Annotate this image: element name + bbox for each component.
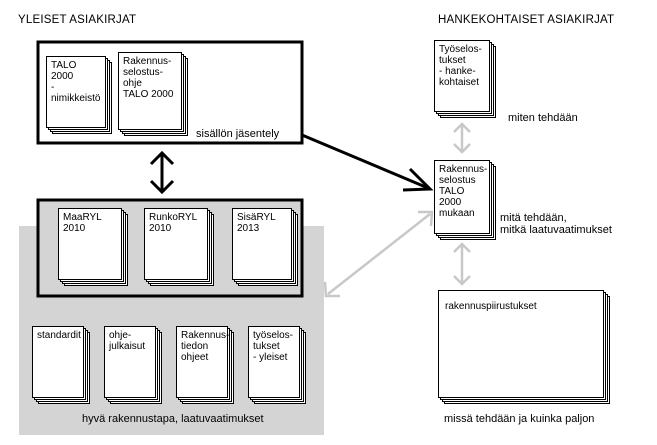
- doc-tyoselostukset-hankekohtaiset: Työselos- tukset - hanke- kohtaiset: [434, 40, 496, 118]
- label-mita-tehdaan: mitä tehdään, mitkä laatuvaatimukset: [500, 212, 612, 236]
- arrow-to-rakennusselostus: [301, 133, 434, 192]
- doc-standardit: standardit: [32, 326, 90, 404]
- heading-general-documents: YLEISET ASIAKIRJAT: [18, 14, 137, 26]
- label-sisallon-jasentely: sisällön jäsentely: [196, 128, 280, 140]
- structure-frame: [36, 40, 304, 145]
- double-arrow-gray-lower: [453, 242, 471, 286]
- double-arrow-gray-diagonal: [323, 210, 434, 298]
- doc-rakennuspiirustukset: rakennuspiirustukset: [438, 290, 610, 404]
- doc-rakennustiedon-ohjeet: Rakennus- tiedon ohjeet: [176, 326, 234, 404]
- doc-runkoryl: RunkoRYL 2010: [144, 208, 214, 286]
- doc-rakennusselostus: Rakennus- selostus TALO 2000 mukaan: [434, 160, 496, 240]
- label-missa-tehdaan: missä tehdään ja kuinka paljon: [444, 413, 595, 425]
- double-arrow-black: [149, 150, 175, 195]
- heading-project-documents: HANKEKOHTAISET ASIAKIRJAT: [438, 14, 615, 26]
- doc-sisaryl: SisäRYL 2013: [232, 208, 298, 286]
- label-hyva-rakennustapa: hyvä rakennustapa, laatuvaatimukset: [82, 413, 264, 425]
- doc-maaryl: MaaRYL 2010: [58, 208, 128, 286]
- label-miten-tehdaan: miten tehdään: [508, 112, 578, 124]
- doc-tyoselostukset-yleiset: työselos- tukset - yleiset: [248, 326, 306, 404]
- doc-ohjejulkaisut: ohje- julkaisut: [104, 326, 162, 404]
- double-arrow-gray-upper: [453, 122, 471, 154]
- doc-rakennusselostusohje: Rakennus- selostus- ohje TALO 2000: [118, 52, 188, 136]
- doc-talo2000-nimikkeisto: TALO 2000 -nimikkeistö: [46, 56, 112, 134]
